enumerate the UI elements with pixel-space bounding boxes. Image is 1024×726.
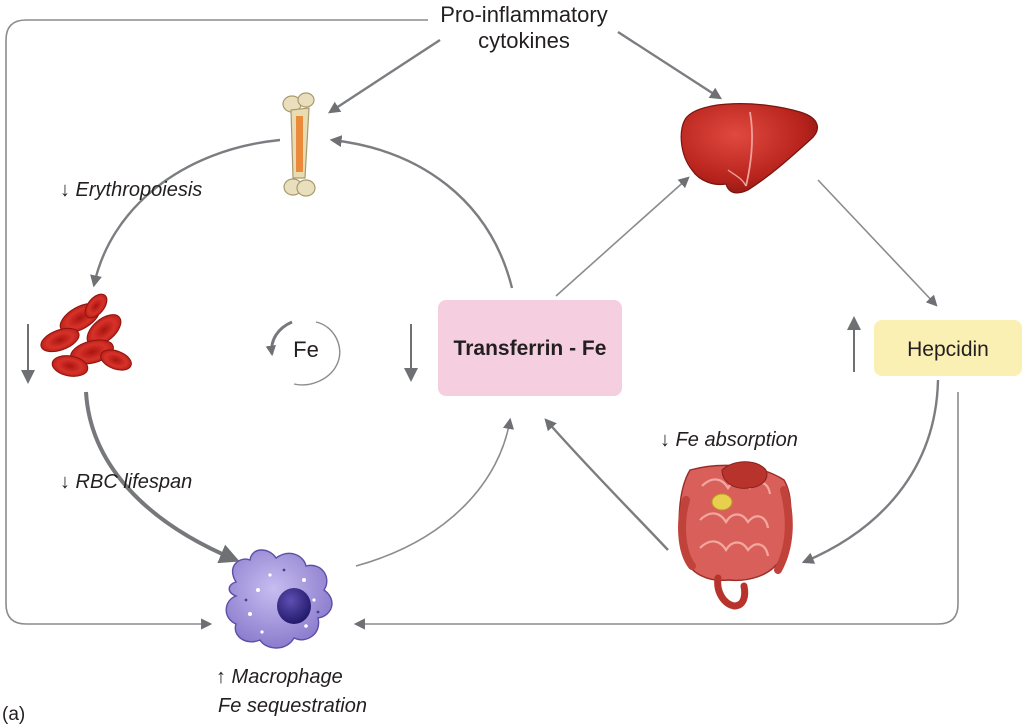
erythropoiesis-label: ↓ Erythropoiesis bbox=[60, 179, 202, 201]
transferrin-to-liver-arrow bbox=[555, 176, 690, 297]
cytokines-label-line1: Pro-inflammatory bbox=[440, 2, 607, 27]
cytokines-label-line2: cytokines bbox=[478, 28, 570, 53]
transferrin-decrease-arrow bbox=[404, 324, 418, 382]
bone-icon bbox=[282, 92, 316, 197]
liver-to-hepcidin-arrow bbox=[817, 179, 938, 307]
transferrin-box bbox=[438, 300, 622, 396]
hepcidin-to-macrophage-arrow bbox=[353, 392, 959, 630]
cycle-arrow-icon bbox=[265, 320, 341, 386]
rbc-decrease-arrow bbox=[21, 324, 35, 384]
macrophage-icon bbox=[225, 549, 333, 649]
cytokines-to-bone-arrow bbox=[327, 38, 441, 114]
macrophage-label-line2: Fe sequestration bbox=[218, 695, 367, 717]
cytokines-to-liver-arrow bbox=[617, 30, 723, 100]
hepcidin-increase-arrow bbox=[847, 316, 861, 372]
red-blood-cells-icon bbox=[40, 293, 132, 377]
transferrin-to-bone-arrow bbox=[329, 135, 514, 289]
cytokines-to-macrophage-outer-arrow bbox=[5, 19, 428, 630]
hepcidin-to-intestine-arrow bbox=[801, 379, 940, 564]
intestine-icon bbox=[678, 461, 793, 610]
fe-absorption-label: ↓ Fe absorption bbox=[660, 429, 798, 451]
hepcidin-box bbox=[874, 320, 1022, 376]
hepcidin-label: Hepcidin bbox=[907, 338, 989, 361]
intestine-to-transferrin-arrow bbox=[544, 418, 669, 551]
rbc-lifespan-label: ↓ RBC lifespan bbox=[60, 471, 192, 493]
liver-icon bbox=[680, 103, 818, 194]
panel-label: (a) bbox=[2, 704, 25, 725]
bone-to-rbc-arrow bbox=[90, 138, 281, 288]
macrophage-to-transferrin-arrow bbox=[355, 417, 515, 567]
rbc-to-macrophage-arrow bbox=[84, 391, 240, 564]
macrophage-label-line1: ↑ Macrophage bbox=[216, 666, 343, 688]
fe-cycle-label: Fe bbox=[293, 337, 319, 362]
transferrin-label: Transferrin - Fe bbox=[454, 337, 607, 360]
